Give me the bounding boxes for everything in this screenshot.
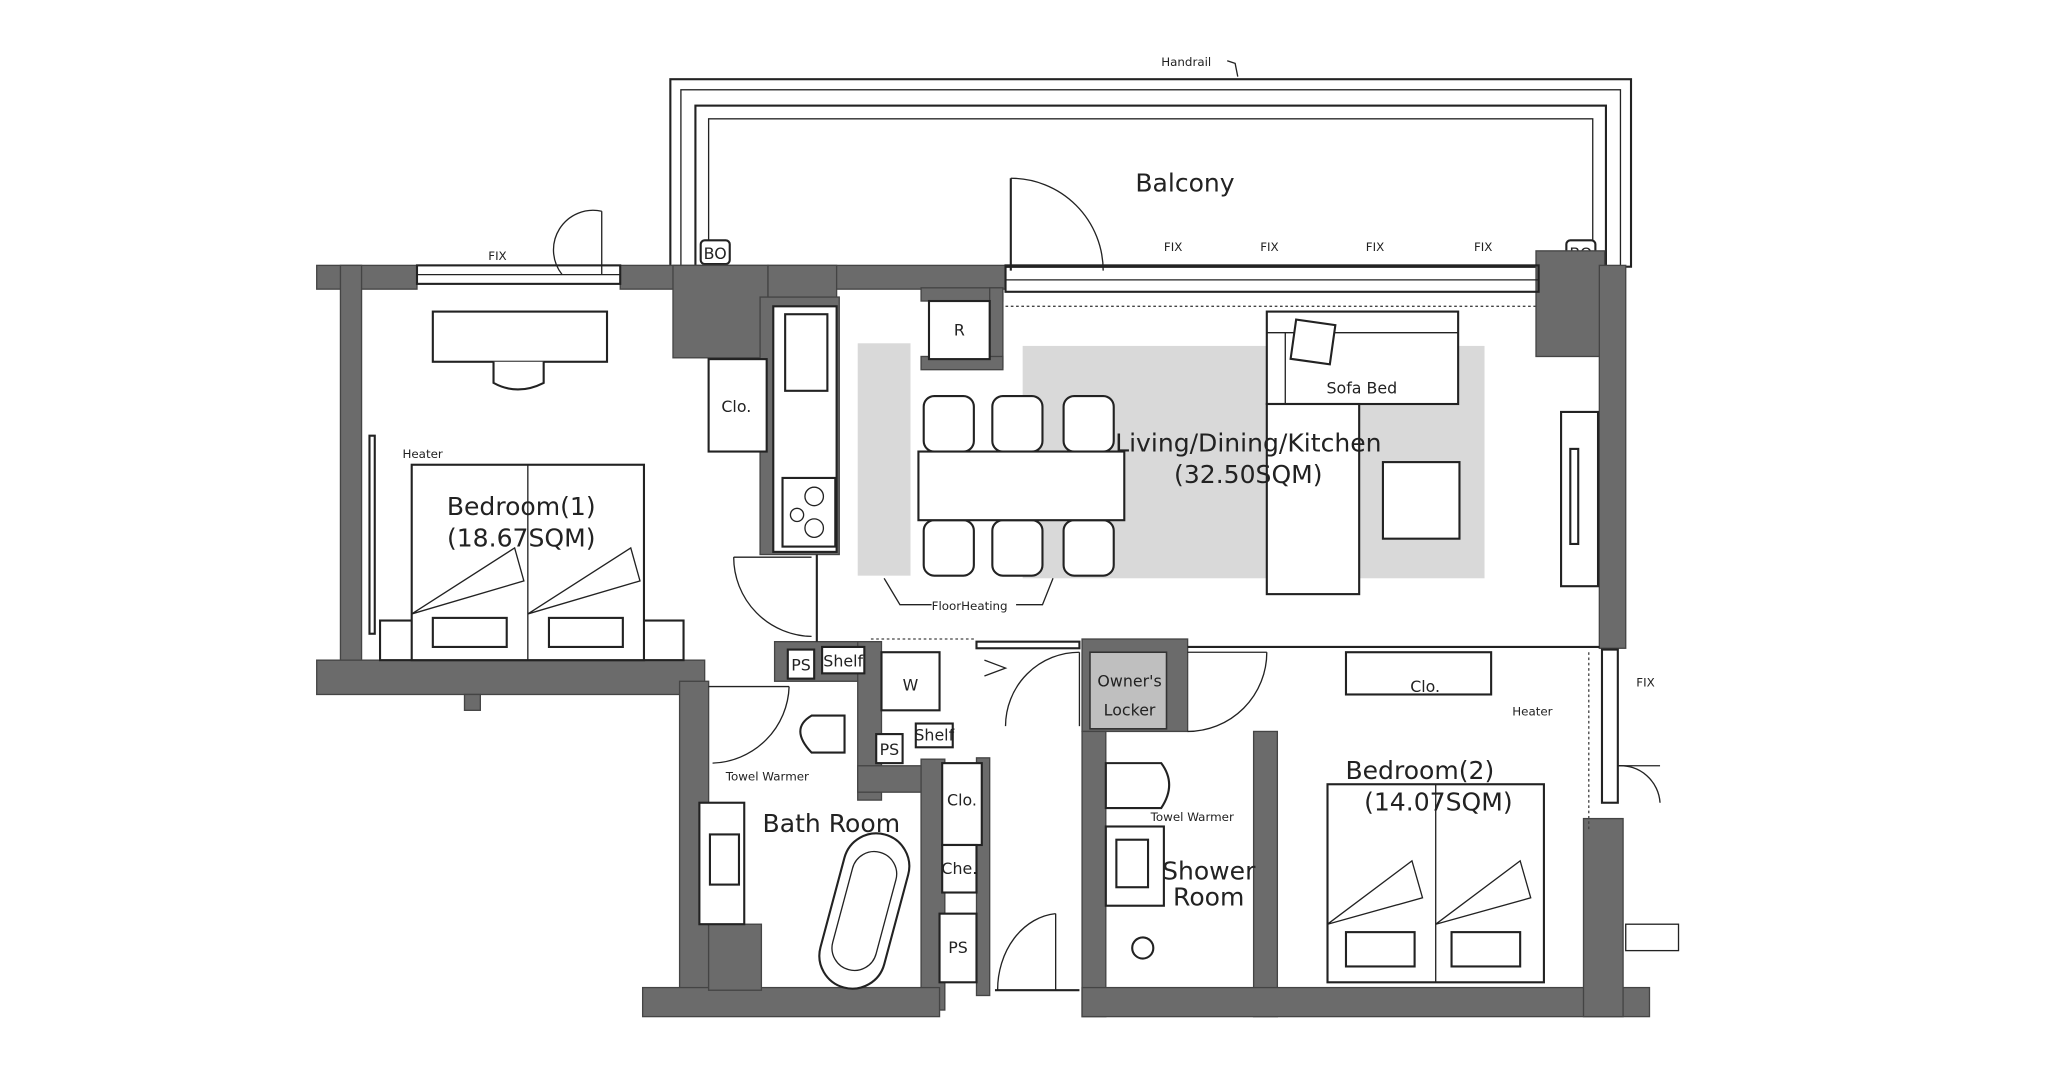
floor-heating-label: FloorHeating [932, 599, 1008, 613]
basin [708, 833, 741, 886]
svg-text:Owner's: Owner's [1097, 672, 1161, 691]
closet [941, 762, 983, 847]
towel-warmer-label: Towel Warmer [1150, 810, 1234, 824]
ps-shaft [938, 912, 978, 984]
living-label: Living/Dining/Kitchen [1115, 429, 1381, 458]
fix-label: FIX [1164, 240, 1182, 254]
svg-text:Clo.: Clo. [721, 397, 751, 416]
svg-text:PS: PS [880, 740, 900, 759]
bedroom-2: Clo. FIX Heater Bedroom(2) (14.07SQM) [1326, 648, 1680, 984]
washer [880, 651, 941, 712]
shower-label-line2: Room [1173, 883, 1244, 912]
bathroom-label: Bath Room [763, 809, 901, 838]
bedroom1-window-door[interactable] [552, 209, 603, 276]
balcony-door[interactable] [1009, 177, 1104, 271]
toilet [799, 714, 846, 754]
balcony: BO BO Balcony Handrail FIX FIX FIX FIX [669, 55, 1633, 271]
bedroom2-label: Bedroom(2) [1345, 756, 1494, 785]
shower-room: Towel Warmer Shower Room [1104, 651, 1268, 960]
towel-warmer-label: Towel Warmer [725, 769, 809, 783]
svg-text:Locker: Locker [1104, 701, 1156, 720]
shower-door[interactable] [1187, 651, 1268, 733]
toilet-door[interactable] [708, 685, 790, 764]
chair [492, 361, 545, 391]
toilet [1104, 762, 1171, 810]
svg-text:R: R [954, 320, 965, 339]
shower-label-line1: Shower [1162, 856, 1256, 885]
refrigerator [927, 299, 991, 361]
bo-badge-left: BO [699, 239, 731, 266]
fix-label: FIX [1366, 240, 1384, 254]
hall-door[interactable] [994, 912, 1080, 992]
heater-label: Heater [1512, 705, 1552, 719]
dining-set [917, 395, 1126, 577]
bedroom-1: FIX Heater Bedroom(1) (18.67SQM) Clo. [368, 209, 768, 662]
svg-text:Shelf: Shelf [823, 652, 863, 671]
fix-label: FIX [1260, 240, 1278, 254]
svg-text:Shelf: Shelf [914, 726, 954, 745]
svg-text:PS: PS [948, 938, 968, 957]
svg-text:PS: PS [791, 656, 811, 675]
fix-label: FIX [488, 249, 506, 263]
fix-label: FIX [1636, 676, 1654, 690]
bedroom2-area: (14.07SQM) [1364, 788, 1513, 817]
desk [431, 310, 609, 363]
handrail-label: Handrail [1161, 55, 1211, 69]
tv-unit [1560, 410, 1600, 588]
heater [368, 434, 376, 635]
shelf [821, 645, 866, 675]
bedroom2-window-door[interactable] [1617, 765, 1661, 803]
kitchen-door[interactable] [733, 556, 812, 638]
pillow [1289, 318, 1337, 366]
balcony-label: Balcony [1135, 168, 1234, 197]
bathtub [818, 832, 911, 990]
svg-text:Clo.: Clo. [1410, 677, 1440, 696]
basin [1115, 838, 1150, 889]
shower-drain [1131, 936, 1155, 960]
floor-heating-zone [857, 343, 911, 576]
ps-shaft [875, 733, 904, 765]
owners-locker [1089, 651, 1168, 730]
sofa-bed: Sofa Bed [1265, 310, 1460, 596]
svg-text:Clo.: Clo. [947, 790, 977, 809]
heater-label: Heater [402, 447, 442, 461]
svg-text:Sofa Bed: Sofa Bed [1326, 378, 1397, 397]
bedroom1-label: Bedroom(1) [447, 492, 596, 521]
living-area: (32.50SQM) [1174, 460, 1323, 489]
service-core: PS Shelf W PS Shelf Owner's Locker Clo. … [786, 638, 1168, 992]
svg-text:Che.: Che. [941, 859, 977, 878]
living-dining-kitchen: FloorHeating R Sofa Bed [733, 264, 1600, 649]
shelf [914, 722, 954, 749]
svg-text:W: W [903, 676, 919, 695]
svg-text:BO: BO [704, 244, 727, 263]
fix-label: FIX [1474, 240, 1492, 254]
entry-door[interactable] [1004, 651, 1081, 727]
bedroom1-area: (18.67SQM) [447, 524, 596, 553]
sink [784, 313, 829, 392]
chest [941, 843, 978, 894]
dining-table [917, 450, 1126, 522]
bath-room: Towel Warmer Bath Room [698, 685, 911, 990]
ps-shaft [786, 648, 816, 680]
closet [707, 358, 768, 453]
closet [1344, 651, 1493, 696]
coffee-table [1381, 461, 1461, 540]
